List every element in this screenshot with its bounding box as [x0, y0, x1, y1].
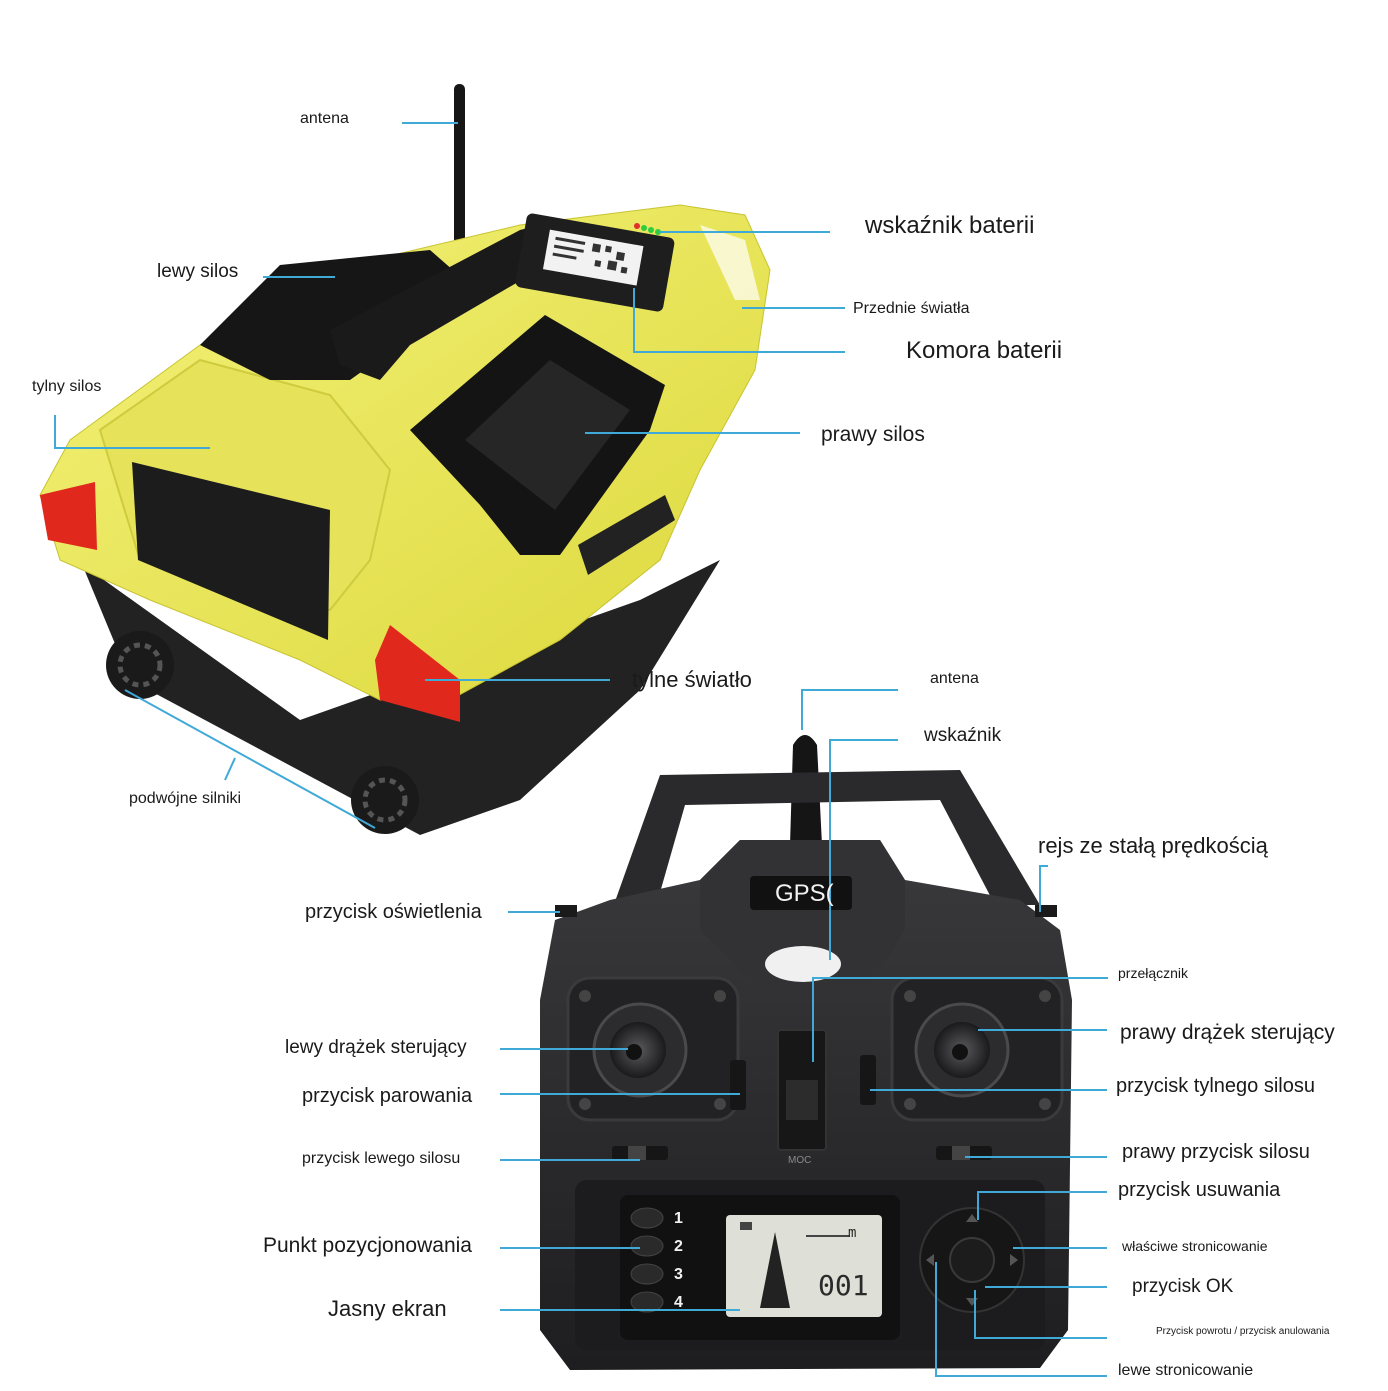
right-silo-inner — [465, 360, 630, 510]
label-left-silo: lewy silos — [157, 261, 239, 282]
pairing-toggle[interactable] — [730, 1060, 746, 1110]
label-right-silo: prawy silos — [821, 423, 925, 446]
ok-button[interactable] — [949, 1237, 995, 1283]
rear-light-left-icon — [40, 482, 97, 550]
label-rear-silo-button: przycisk tylnego silosu — [1116, 1075, 1315, 1097]
label-cruise: rejs ze stałą prędkością — [1038, 833, 1268, 858]
label-rear-silo: tylny silos — [32, 378, 102, 395]
label-back-cancel: Przycisk powrotu / przycisk anulowania — [1156, 1326, 1330, 1337]
indicator-light-icon — [765, 946, 841, 982]
label-indicator: wskaźnik — [924, 725, 1002, 746]
label-right-silo-button: prawy przycisk silosu — [1122, 1141, 1310, 1163]
bait-boat — [39, 84, 771, 835]
boat-antenna-icon — [454, 84, 465, 254]
right-motor-icon — [351, 766, 419, 834]
label-battery-indicator: wskaźnik baterii — [865, 212, 1035, 239]
rear-silo-toggle[interactable] — [860, 1055, 876, 1105]
point-number-2: 2 — [674, 1238, 683, 1255]
qr-label — [542, 229, 644, 286]
right-paging-icon[interactable] — [1010, 1254, 1018, 1266]
label-left-silo-button: przycisk lewego silosu — [302, 1150, 461, 1167]
side-panel — [578, 495, 675, 575]
label-light-button: przycisk oświetlenia — [305, 901, 482, 923]
remote-controller — [540, 735, 1072, 1370]
point-number-3: 3 — [674, 1266, 683, 1283]
lcd-boat-icon — [760, 1232, 790, 1308]
label-boat-antenna: antena — [300, 110, 349, 127]
label-remote-antenna: antena — [930, 670, 979, 687]
label-bright-screen: Jasny ekran — [328, 1296, 447, 1321]
label-right-stick: prawy drążek sterujący — [1120, 1021, 1335, 1044]
left-motor-icon — [106, 631, 174, 699]
delete-button-icon[interactable] — [966, 1214, 978, 1222]
point-button-4[interactable] — [630, 1291, 664, 1313]
label-front-lights: Przednie światła — [853, 300, 970, 317]
point-button-1[interactable] — [630, 1207, 664, 1229]
point-number-1: 1 — [674, 1210, 683, 1227]
label-switch: przełącznik — [1118, 965, 1189, 981]
label-left-stick: lewy drążek sterujący — [285, 1037, 467, 1058]
light-button[interactable] — [555, 905, 577, 917]
front-light-icon — [700, 225, 760, 300]
point-number-4: 4 — [674, 1294, 683, 1311]
label-twin-motors: podwójne silniki — [129, 790, 242, 807]
cruise-button[interactable] — [1035, 905, 1057, 917]
rear-silo-door — [132, 462, 330, 640]
rear-light-right-icon — [375, 625, 460, 722]
label-delete-button: przycisk usuwania — [1118, 1179, 1281, 1201]
label-pairing-button: przycisk parowania — [302, 1085, 473, 1107]
label-left-paging: lewe stronicowanie — [1118, 1362, 1254, 1379]
gps-badge-text: GPS( — [775, 880, 834, 907]
point-button-3[interactable] — [630, 1263, 664, 1285]
gps-badge — [750, 876, 852, 910]
label-rear-light: tylne światło — [632, 667, 752, 692]
left-paging-icon[interactable] — [926, 1254, 934, 1266]
lcd-value: 001 — [818, 1269, 869, 1302]
label-positioning-point: Punkt pozycjonowania — [263, 1234, 472, 1257]
label-battery-compartment: Komora baterii — [906, 337, 1063, 364]
point-button-2[interactable] — [630, 1235, 664, 1257]
label-ok-button: przycisk OK — [1132, 1276, 1234, 1297]
leader-lines — [54, 122, 1108, 1377]
label-right-paging: właściwe stronicowanie — [1122, 1238, 1268, 1254]
battery-indicator-icon — [634, 223, 661, 235]
power-switch-text: MOC — [788, 1155, 812, 1166]
lcd-unit: m — [848, 1225, 857, 1241]
left-silo — [200, 250, 470, 380]
